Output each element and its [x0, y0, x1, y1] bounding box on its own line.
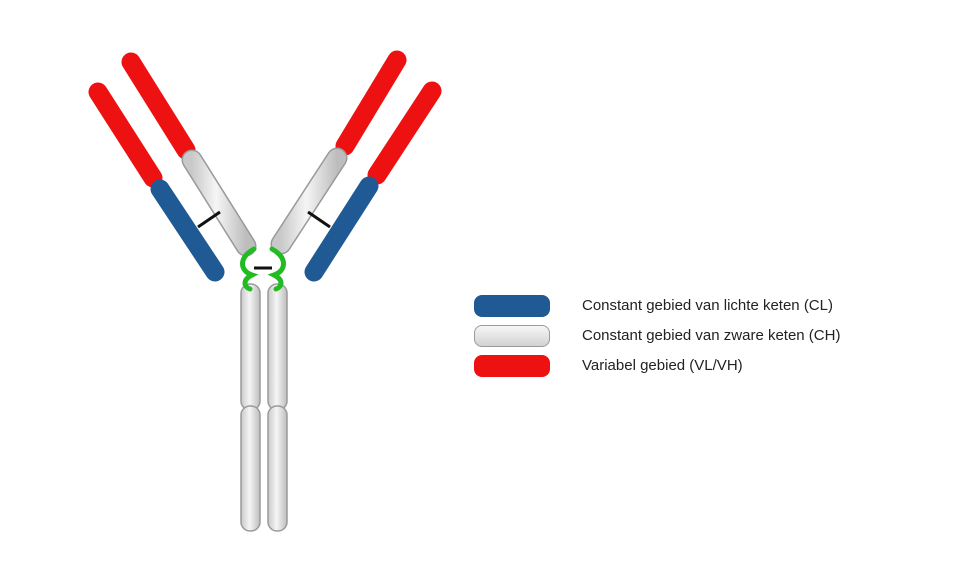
stem-left-lower-heavy-constant	[240, 405, 261, 532]
legend: Constant gebied van lichte keten (CL) Co…	[474, 292, 934, 382]
left-light-heavy-disulfide-bond	[197, 210, 221, 229]
right-arm-heavy-variable	[335, 50, 407, 156]
legend-label: Constant gebied van zware keten (CH)	[582, 327, 841, 344]
right-light-heavy-disulfide-bond	[307, 210, 331, 229]
right-arm-light-variable	[367, 81, 442, 185]
stem-left-upper-heavy-constant	[240, 283, 261, 411]
right-arm-heavy-constant	[272, 149, 346, 253]
legend-label: Variabel gebied (VL/VH)	[582, 357, 743, 374]
stem-right-lower-heavy-constant	[267, 405, 288, 532]
legend-swatch-gray	[474, 325, 550, 347]
right-arm-light-constant	[304, 176, 379, 282]
left-arm-light-constant	[150, 179, 225, 282]
stem-right-upper-heavy-constant	[267, 283, 288, 411]
legend-item-variable-region: Variabel gebied (VL/VH)	[474, 352, 934, 382]
legend-label: Constant gebied van lichte keten (CL)	[582, 297, 833, 314]
legend-swatch-red	[474, 355, 550, 377]
left-arm-light-variable	[88, 82, 163, 188]
left-arm-heavy-constant	[183, 151, 255, 255]
legend-item-light-chain-constant: Constant gebied van lichte keten (CL)	[474, 292, 934, 322]
legend-swatch-blue	[474, 295, 550, 317]
hinge-right	[267, 246, 286, 292]
hinge-left	[240, 246, 259, 292]
legend-item-heavy-chain-constant: Constant gebied van zware keten (CH)	[474, 322, 934, 352]
left-arm-heavy-variable	[121, 52, 196, 160]
